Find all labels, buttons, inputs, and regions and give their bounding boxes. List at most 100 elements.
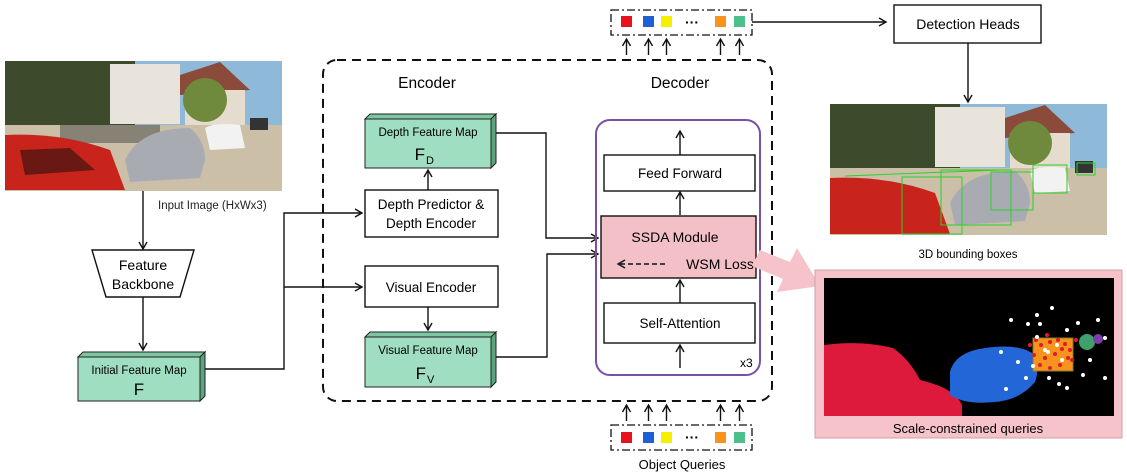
depth-feature-map-symbol: F bbox=[415, 145, 425, 164]
feed-forward-box bbox=[603, 154, 756, 192]
visual-feature-map-title: Visual Feature Map bbox=[378, 345, 478, 357]
query-dot bbox=[1028, 343, 1032, 347]
feature-backbone bbox=[91, 249, 195, 298]
query-square bbox=[643, 432, 654, 443]
query-dot bbox=[1053, 352, 1057, 356]
object-queries-caption: Object Queries bbox=[639, 457, 726, 472]
arrow-feature-to-depth-predictor bbox=[205, 208, 364, 370]
query-ellipsis-bottom: ··· bbox=[685, 429, 699, 445]
query-dot bbox=[1047, 376, 1051, 380]
depth-feature-map-title: Depth Feature Map bbox=[378, 127, 477, 139]
query-dot bbox=[1063, 342, 1067, 346]
encoder-decoder-container bbox=[322, 59, 773, 402]
query-dot bbox=[1043, 348, 1047, 352]
query-dot bbox=[1016, 360, 1020, 364]
visual-feature-map-symbol: F bbox=[416, 364, 426, 383]
query-dot bbox=[1024, 376, 1028, 380]
query-dot bbox=[1074, 338, 1078, 342]
query-square bbox=[715, 16, 726, 27]
query-dot bbox=[1103, 336, 1107, 340]
query-square bbox=[621, 432, 632, 443]
initial-feature-map bbox=[76, 350, 207, 403]
detection-heads-label: Detection Heads bbox=[916, 16, 1020, 32]
self-attention-box bbox=[603, 302, 756, 344]
depth-predictor-line1: Depth Predictor & bbox=[378, 197, 485, 212]
query-dot bbox=[1032, 353, 1036, 357]
query-strip-top: ··· bbox=[610, 9, 753, 36]
backbone-label-line1: Feature bbox=[119, 257, 167, 273]
query-dot bbox=[1096, 318, 1100, 322]
query-arrows-top bbox=[621, 37, 745, 55]
query-dot bbox=[1060, 358, 1064, 362]
query-square bbox=[715, 432, 726, 443]
query-dot bbox=[1103, 376, 1107, 380]
visual-feature-map-subscript: V bbox=[427, 374, 435, 386]
query-dot bbox=[1045, 333, 1049, 337]
query-square bbox=[621, 16, 632, 27]
feed-forward-label: Feed Forward bbox=[638, 166, 722, 181]
query-square bbox=[734, 16, 745, 27]
query-dot bbox=[1050, 306, 1054, 310]
detection-heads-box bbox=[893, 4, 1042, 44]
ssda-module-label: SSDA Module bbox=[631, 229, 718, 245]
query-dot bbox=[1058, 363, 1062, 367]
self-attention-label: Self-Attention bbox=[639, 316, 720, 331]
query-dot bbox=[1057, 382, 1061, 386]
query-dot bbox=[1048, 366, 1052, 370]
query-dot bbox=[1055, 343, 1059, 347]
query-dot bbox=[1066, 356, 1070, 360]
repeat-count-label: x3 bbox=[740, 356, 753, 370]
query-dot bbox=[1065, 386, 1069, 390]
query-dot bbox=[1076, 321, 1080, 325]
query-arrows-bottom bbox=[621, 403, 745, 421]
initial-feature-map-symbol: F bbox=[134, 380, 144, 399]
initial-feature-map-title: Initial Feature Map bbox=[91, 365, 186, 377]
query-dot bbox=[1038, 322, 1042, 326]
query-ellipsis-top: ··· bbox=[685, 14, 699, 30]
query-dot bbox=[1068, 348, 1072, 352]
depth-predictor-box bbox=[364, 189, 499, 238]
visual-encoder-label: Visual Encoder bbox=[386, 280, 477, 295]
scale-panel-caption: Scale-constrained queries bbox=[893, 421, 1044, 436]
encoder-title: Encoder bbox=[398, 75, 456, 92]
query-dot bbox=[1009, 318, 1013, 322]
query-square bbox=[661, 432, 672, 443]
query-dot bbox=[1035, 335, 1039, 339]
query-dot bbox=[999, 350, 1003, 354]
ssda-module-box bbox=[600, 215, 757, 279]
decoder-title: Decoder bbox=[651, 75, 710, 92]
backbone-label-line2: Backbone bbox=[112, 276, 174, 292]
wsm-loss-label: WSM Loss bbox=[686, 256, 754, 272]
query-dot bbox=[1039, 343, 1043, 347]
query-dot bbox=[1046, 350, 1050, 354]
depth-predictor-line2: Depth Encoder bbox=[386, 216, 477, 231]
arrow-visual-map-to-ssda bbox=[496, 249, 600, 358]
query-dot bbox=[1081, 373, 1085, 377]
arrow-depth-map-to-ssda bbox=[496, 132, 600, 243]
output-image bbox=[830, 104, 1107, 235]
query-dot bbox=[1035, 313, 1039, 317]
visual-feature-map bbox=[363, 330, 498, 389]
query-square bbox=[661, 16, 672, 27]
query-dot bbox=[1038, 363, 1042, 367]
query-dot bbox=[1070, 358, 1074, 362]
query-square bbox=[643, 16, 654, 27]
query-dot bbox=[1088, 358, 1092, 362]
object-queries-strip: ··· bbox=[610, 424, 753, 451]
input-image-caption: Input Image (HxWx3) bbox=[158, 200, 267, 212]
scale-visualization bbox=[824, 278, 1114, 416]
query-dot bbox=[1056, 338, 1060, 342]
query-dot bbox=[1031, 364, 1035, 368]
query-dot bbox=[1065, 328, 1069, 332]
input-image bbox=[5, 61, 282, 191]
query-dot bbox=[1026, 322, 1030, 326]
query-square bbox=[734, 432, 745, 443]
pink-arrow-icon bbox=[752, 248, 820, 292]
query-dot bbox=[1060, 347, 1064, 351]
query-dot bbox=[1004, 387, 1008, 391]
visual-encoder-box bbox=[364, 265, 499, 308]
output-image-caption: 3D bounding boxes bbox=[918, 249, 1017, 261]
depth-feature-map-subscript: D bbox=[426, 155, 434, 167]
query-dot bbox=[1048, 340, 1052, 344]
